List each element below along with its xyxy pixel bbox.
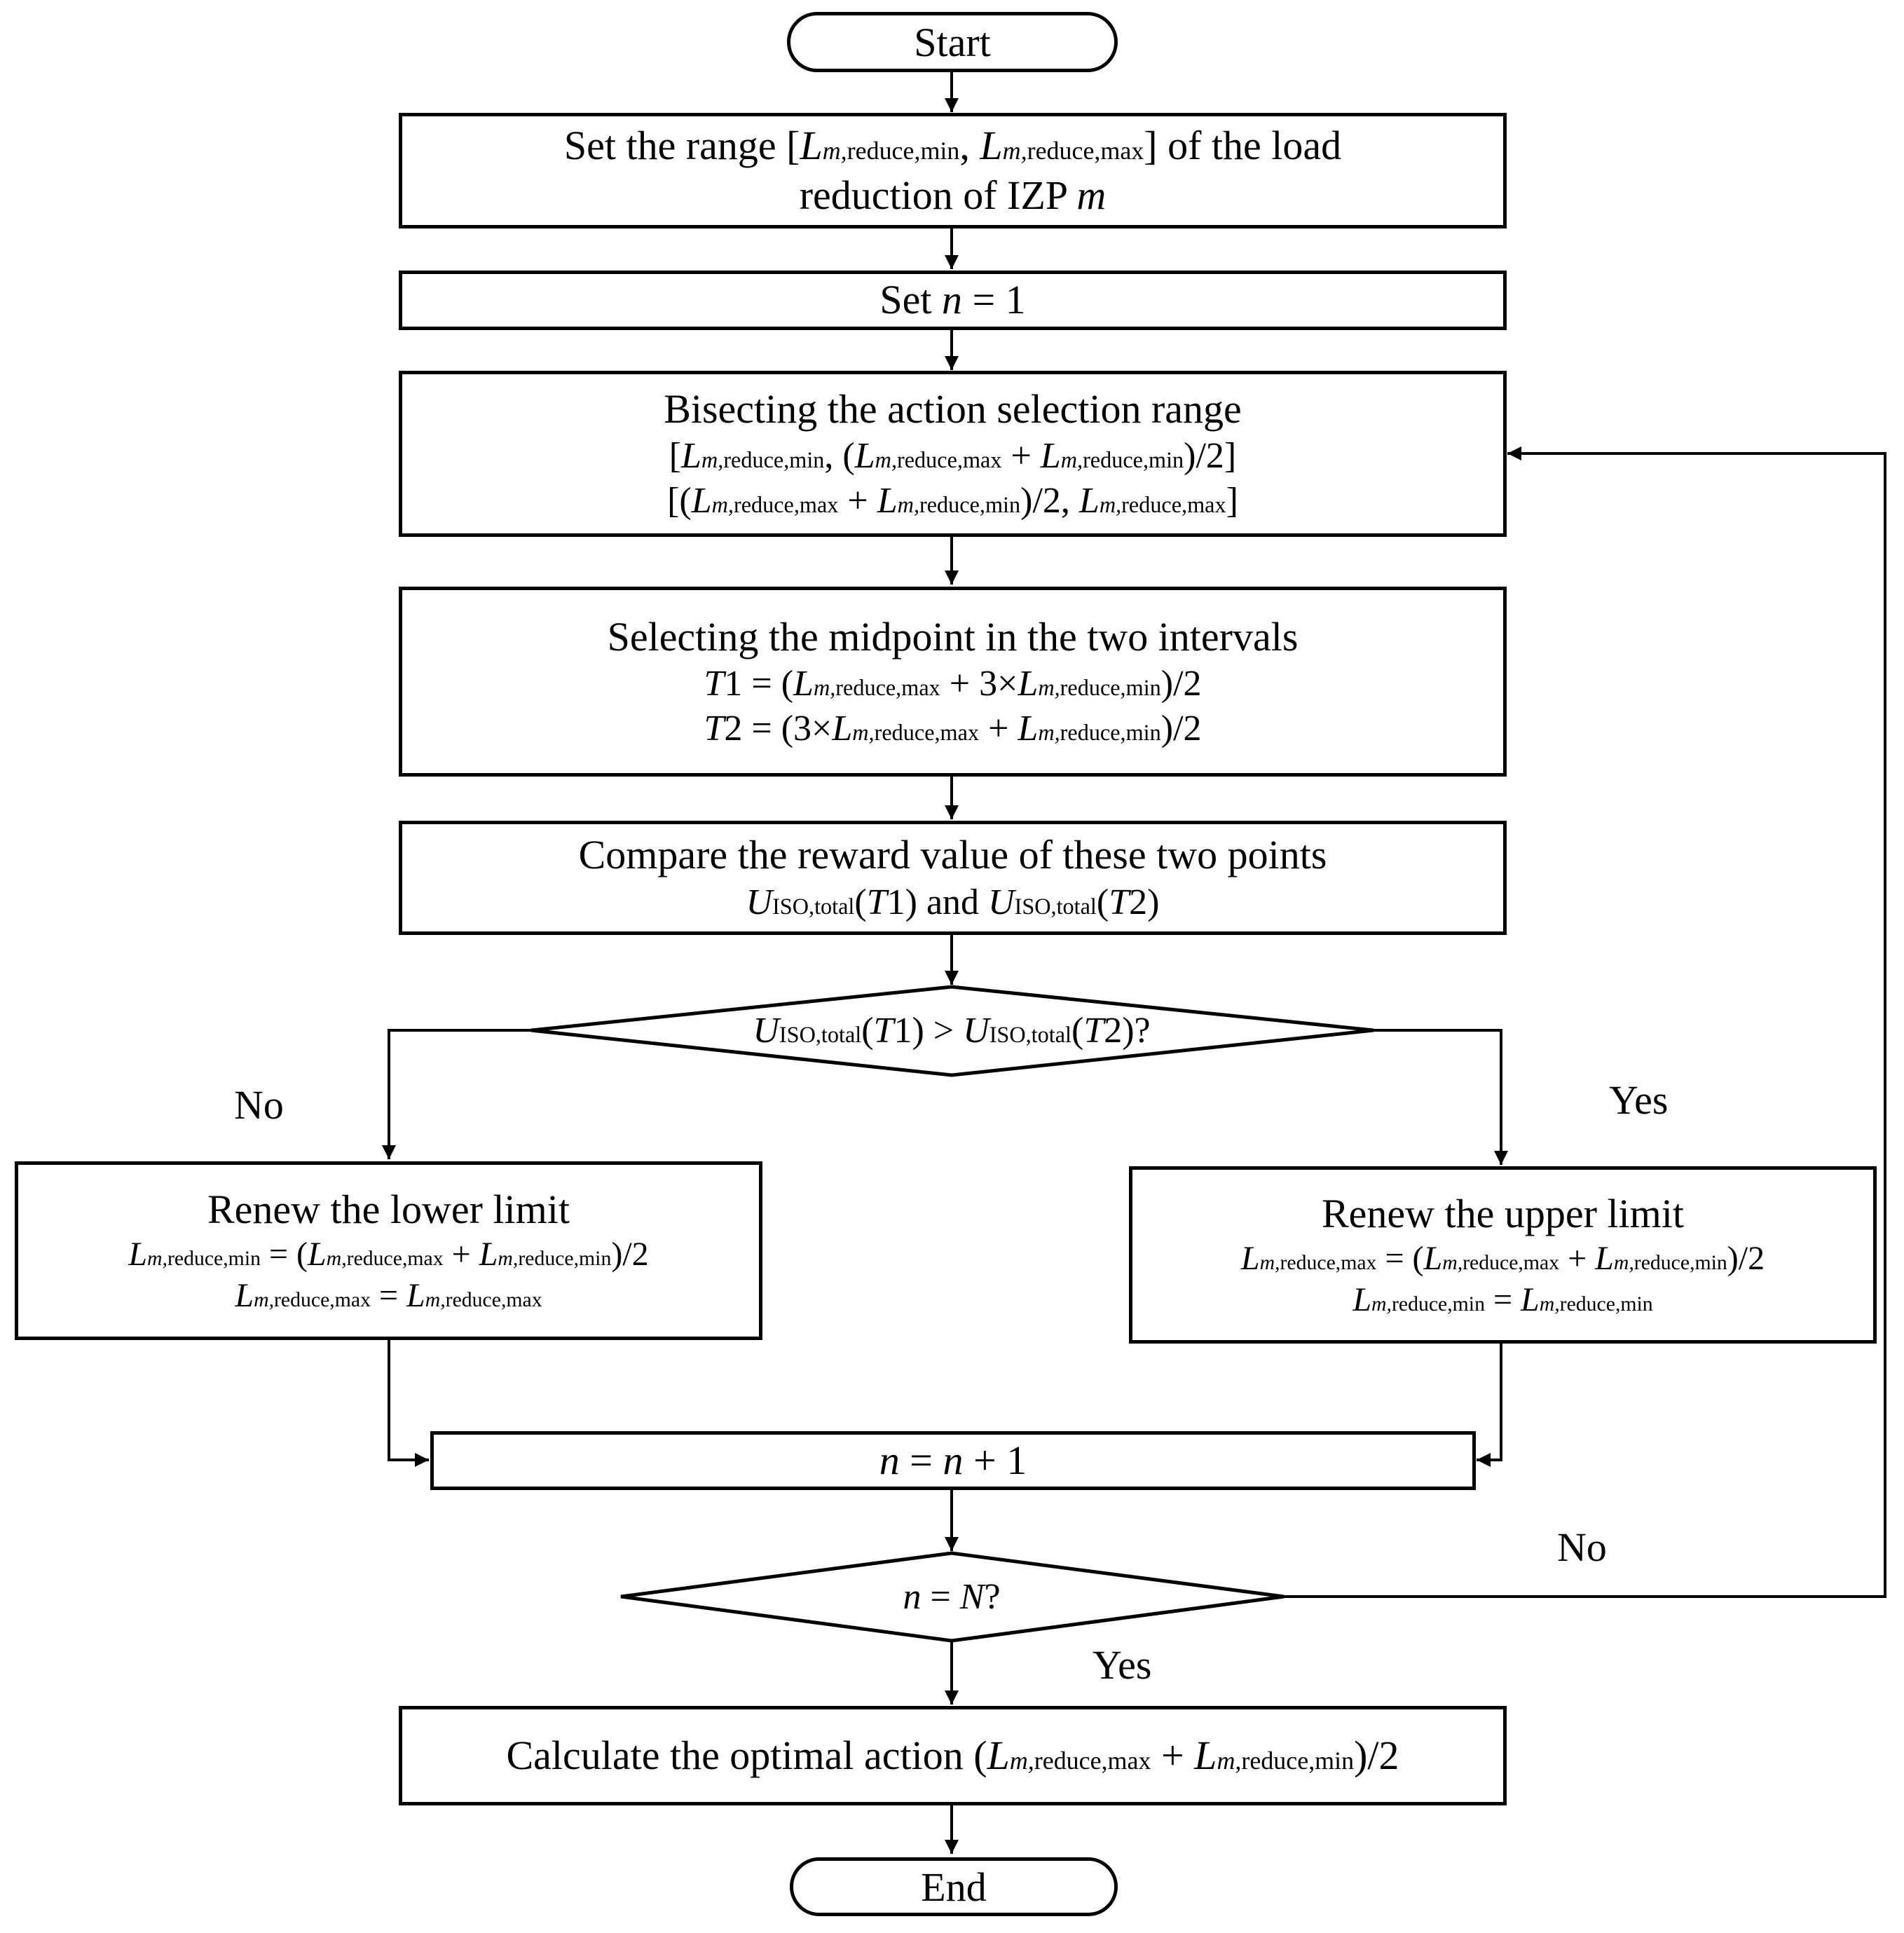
optimal-text: Calculate the optimal action (Lm,reduce,… <box>506 1732 1399 1778</box>
decision-reward-text: UISO,total(T1) > UISO,total(T2)? <box>753 1010 1151 1051</box>
midpoint-t1-formula: T1 = (Lm,reduce,max + 3×Lm,reduce,min)/2 <box>704 664 1202 704</box>
compare-title: Compare the reward value of these two po… <box>578 832 1327 878</box>
step-compare: Compare the reward value of these two po… <box>399 821 1507 935</box>
arrow-loop-back <box>1284 446 1886 1598</box>
set-range-line2: reduction of IZP m <box>799 172 1107 218</box>
renew-upper-formula-1: Lm,reduce,max = (Lm,reduce,max + Lm,redu… <box>1240 1240 1765 1278</box>
label-no-loop: No <box>1557 1524 1607 1570</box>
start-terminator: Start <box>787 12 1118 72</box>
step-renew-lower: Renew the lower limit Lm,reduce,min = (L… <box>15 1161 762 1340</box>
renew-lower-title: Renew the lower limit <box>207 1186 570 1232</box>
renew-lower-formula-1: Lm,reduce,min = (Lm,reduce,max + Lm,redu… <box>128 1236 649 1273</box>
decision-n-diamond <box>620 1551 1285 1643</box>
arrow-upper-to-increment <box>1477 1343 1502 1467</box>
decision-n-text: n = N? <box>903 1576 1001 1617</box>
increment-n-text: n = n + 1 <box>879 1437 1027 1483</box>
step-bisect: Bisecting the action selection range [Lm… <box>399 371 1507 537</box>
arrow-decision-no-branch <box>382 1029 531 1159</box>
set-n-text: Set n = 1 <box>879 277 1026 323</box>
renew-upper-formula-2: Lm,reduce,min = Lm,reduce,min <box>1352 1280 1653 1318</box>
decision-reward-diamond <box>530 985 1374 1077</box>
label-no-left: No <box>234 1082 284 1128</box>
step-renew-upper: Renew the upper limit Lm,reduce,max = (L… <box>1129 1166 1877 1344</box>
compare-formula: UISO,total(T1) and UISO,total(T2) <box>746 882 1160 923</box>
set-range-line1: Set the range [Lm,reduce,min, Lm,reduce,… <box>563 122 1342 168</box>
step-increment-n: n = n + 1 <box>430 1431 1476 1490</box>
label-yes-right: Yes <box>1609 1077 1669 1123</box>
arrow-lower-to-increment <box>388 1339 429 1467</box>
bisect-title: Bisecting the action selection range <box>664 385 1242 432</box>
step-set-range: Set the range [Lm,reduce,min, Lm,reduce,… <box>399 113 1507 228</box>
end-label: End <box>921 1864 987 1910</box>
start-label: Start <box>914 19 991 65</box>
arrow-decision-yes-branch <box>1372 1029 1508 1165</box>
renew-upper-title: Renew the upper limit <box>1321 1190 1685 1236</box>
step-midpoint: Selecting the midpoint in the two interv… <box>399 587 1507 777</box>
renew-lower-formula-2: Lm,reduce,max = Lm,reduce,max <box>235 1276 542 1314</box>
step-set-n: Set n = 1 <box>399 271 1507 330</box>
end-terminator: End <box>790 1857 1118 1916</box>
midpoint-t2-formula: T2 = (3×Lm,reduce,max + Lm,reduce,min)/2 <box>704 708 1202 749</box>
midpoint-title: Selecting the midpoint in the two interv… <box>607 613 1299 660</box>
step-calculate-optimal: Calculate the optimal action (Lm,reduce,… <box>399 1706 1507 1805</box>
bisect-interval-lower: [Lm,reduce,min, (Lm,reduce,max + Lm,redu… <box>669 436 1237 477</box>
label-yes-down: Yes <box>1093 1642 1152 1688</box>
bisect-interval-upper: [(Lm,reduce,max + Lm,reduce,min)/2, Lm,r… <box>667 480 1238 521</box>
